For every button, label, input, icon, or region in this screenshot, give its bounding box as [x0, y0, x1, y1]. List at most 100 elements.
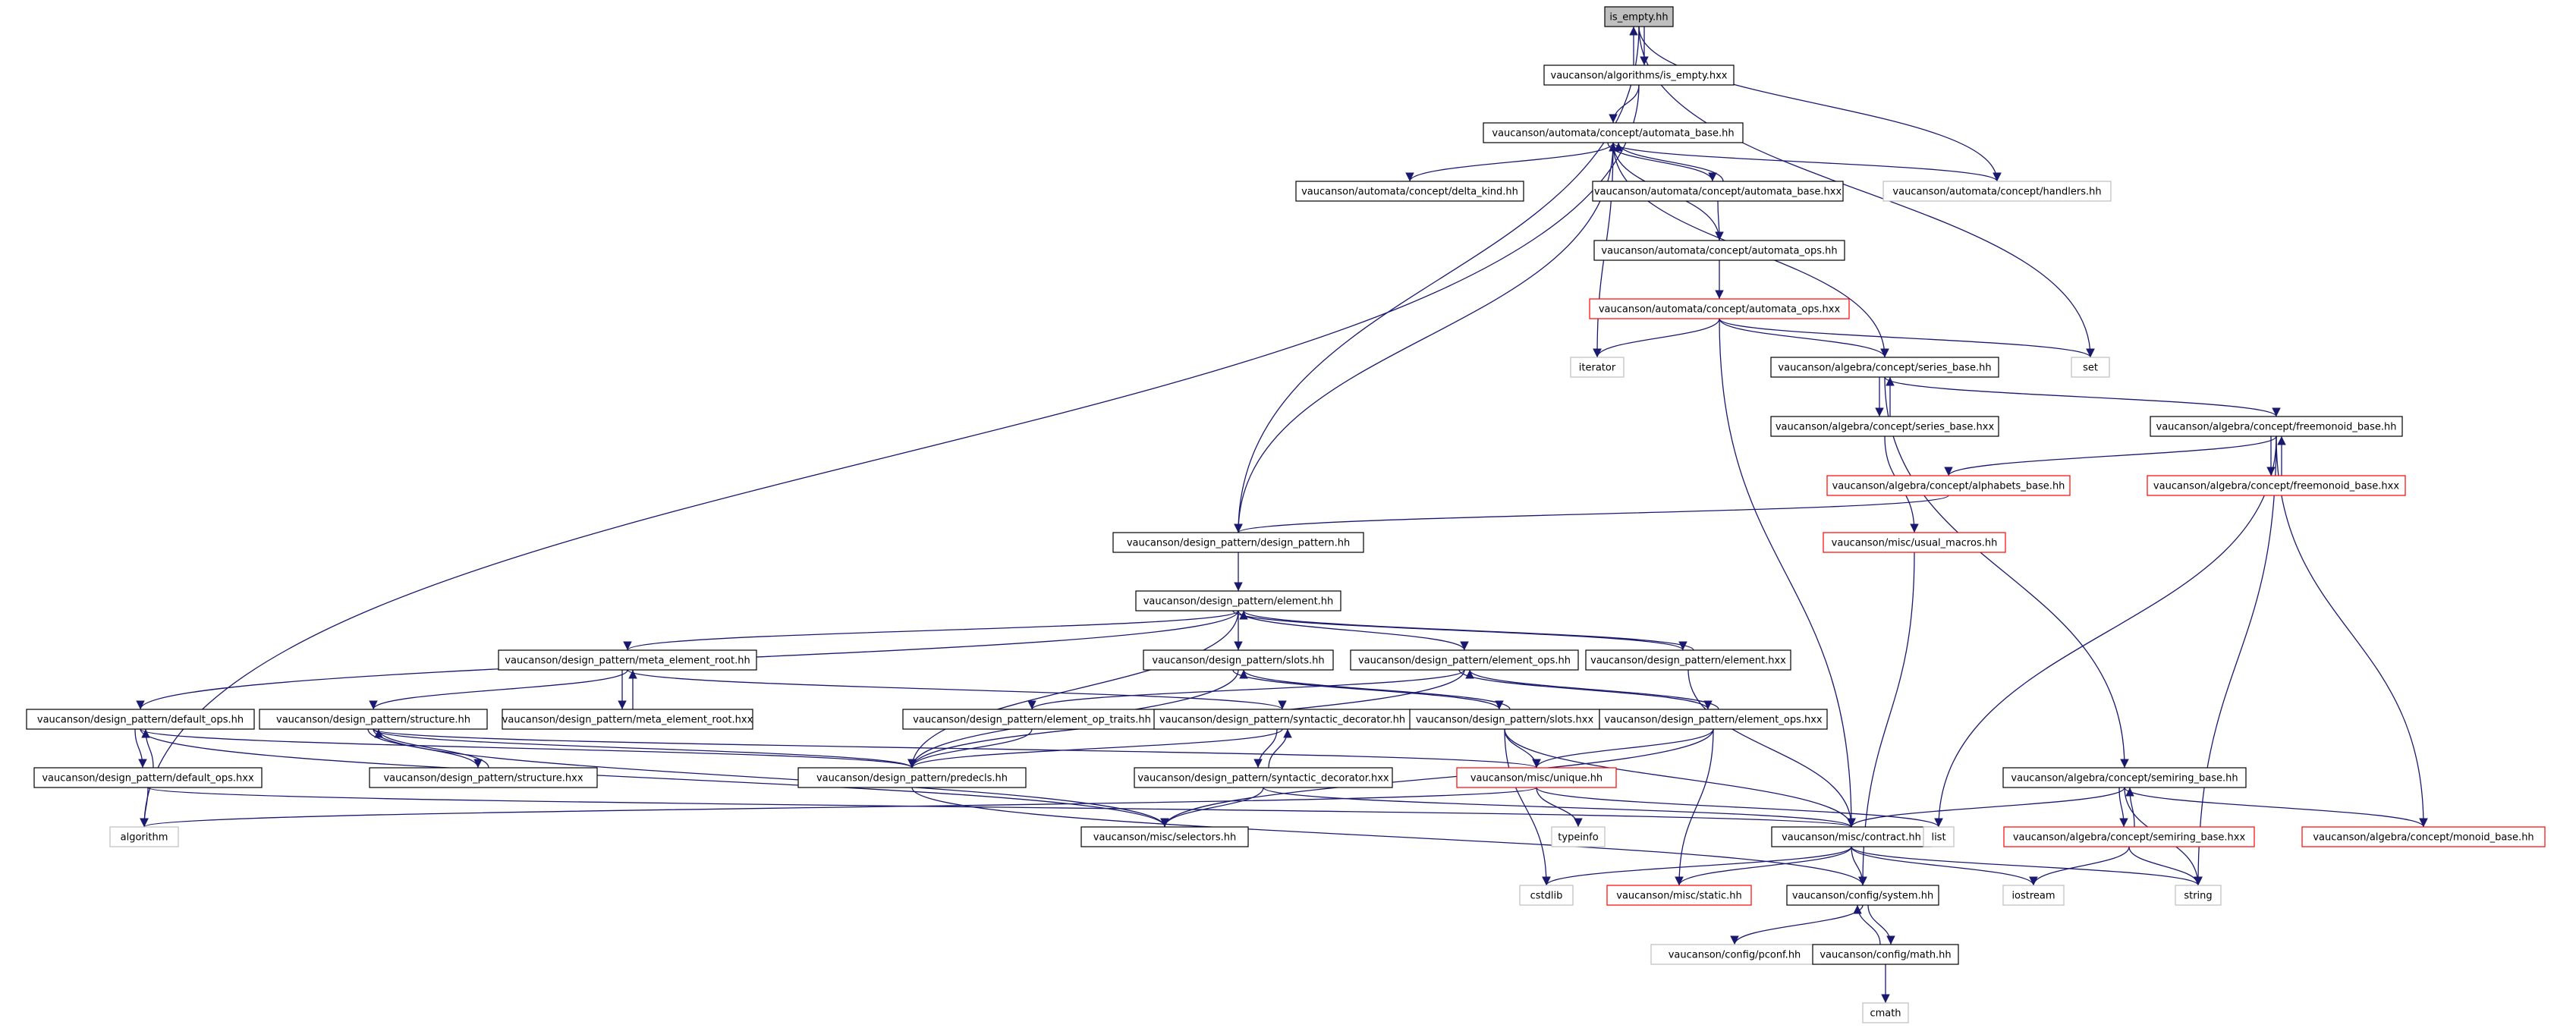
graph-node-contract[interactable]: vaucanson/misc/contract.hh: [1771, 826, 1932, 847]
node-box: [902, 709, 1162, 730]
edge-usual_macros-to-system: [1858, 552, 1915, 886]
node-label: list: [1931, 832, 1945, 844]
node-label: cstdlib: [1530, 891, 1563, 902]
graph-node-list[interactable]: list: [1923, 826, 1955, 847]
graph-node-freemonoid_hh[interactable]: vaucanson/algebra/concept/freemonoid_bas…: [2150, 416, 2403, 437]
graph-node-aut_base_hxx[interactable]: vaucanson/automata/concept/automata_base…: [1592, 181, 1844, 202]
graph-node-monoid[interactable]: vaucanson/algebra/concept/monoid_base.hh: [2301, 826, 2546, 847]
node-label: vaucanson/design_pattern/element_ops.hh: [1358, 655, 1571, 667]
graph-node-alphabets[interactable]: vaucanson/algebra/concept/alphabets_base…: [1826, 475, 2071, 496]
graph-node-dp_hh[interactable]: vaucanson/design_pattern/design_pattern.…: [1112, 532, 1364, 553]
node-box: [1519, 885, 1574, 906]
graph-node-root[interactable]: is_empty.hh: [1604, 6, 1674, 27]
node-box: [1589, 298, 1850, 319]
edge-element_hh-to-elem_ops_hh: [1238, 610, 1469, 651]
graph-node-series_base_hh[interactable]: vaucanson/algebra/concept/series_base.hh: [1770, 357, 1999, 378]
graph-node-pconf[interactable]: vaucanson/config/pconf.hh: [1650, 944, 1819, 965]
graph-node-math[interactable]: vaucanson/config/math.hh: [1812, 944, 1959, 965]
node-label: vaucanson/misc/contract.hh: [1782, 832, 1921, 844]
graph-node-algorithm[interactable]: algorithm: [109, 826, 179, 847]
node-label: vaucanson/algorithms/is_empty.hxx: [1551, 71, 1728, 82]
node-label: vaucanson/algebra/concept/alphabets_base…: [1832, 481, 2065, 492]
graph-node-typeinfo[interactable]: typeinfo: [1551, 826, 1606, 847]
edge-semiring_hh-to-contract: [1847, 787, 2125, 828]
node-box: [1862, 1002, 1909, 1023]
node-box: [1153, 709, 1411, 730]
edge-slots_hxx-to-slots_hh: [1239, 669, 1511, 710]
graph-node-slots_hxx[interactable]: vaucanson/design_pattern/slots.hxx: [1409, 709, 1600, 730]
graph-node-string[interactable]: string: [2175, 885, 2222, 906]
graph-node-alg_isempty_hxx[interactable]: vaucanson/algorithms/is_empty.hxx: [1543, 64, 1735, 86]
graph-node-aut_base_hh[interactable]: vaucanson/automata/concept/automata_base…: [1483, 122, 1744, 143]
node-label: vaucanson/config/math.hh: [1820, 950, 1951, 961]
edge-series_base_hh-to-freemonoid_hh: [1884, 376, 2281, 417]
graph-node-meta_root_hh[interactable]: vaucanson/design_pattern/meta_element_ro…: [498, 649, 757, 671]
graph-node-element_hh[interactable]: vaucanson/design_pattern/element.hh: [1135, 590, 1341, 611]
node-label: iterator: [1579, 363, 1616, 374]
node-box: [33, 767, 263, 788]
node-box: [1295, 181, 1524, 202]
node-box: [1483, 122, 1744, 143]
graph-node-freemonoid_hxx[interactable]: vaucanson/algebra/concept/freemonoid_bas…: [2147, 475, 2406, 496]
graph-node-selectors[interactable]: vaucanson/misc/selectors.hh: [1080, 826, 1249, 847]
node-label: vaucanson/design_pattern/element_op_trai…: [913, 715, 1151, 726]
node-label: vaucanson/algebra/concept/freemonoid_bas…: [2156, 422, 2397, 433]
graph-node-unique[interactable]: vaucanson/misc/unique.hh: [1456, 767, 1617, 788]
node-label: vaucanson/design_pattern/element_ops.hxx: [1604, 715, 1823, 726]
node-label: iostream: [2011, 891, 2055, 902]
graph-node-default_ops_hh[interactable]: vaucanson/design_pattern/default_ops.hh: [26, 709, 255, 730]
edge-structure_hxx-to-structure_hh: [374, 728, 489, 769]
graph-node-set[interactable]: set: [2071, 357, 2110, 378]
node-label: vaucanson/design_pattern/predecls.hh: [816, 773, 1008, 784]
node-box: [1592, 181, 1844, 202]
graph-node-elem_ops_hxx[interactable]: vaucanson/design_pattern/element_ops.hxx: [1599, 709, 1828, 730]
node-box: [1771, 826, 1932, 847]
graph-node-iostream[interactable]: iostream: [2002, 885, 2065, 906]
graph-node-handlers[interactable]: vaucanson/automata/concept/handlers.hh: [1882, 181, 2112, 202]
edge-math-to-system: [1853, 904, 1881, 945]
edge-root-to-dp_hh: [1234, 26, 1640, 533]
node-label: vaucanson/automata/concept/handlers.hh: [1892, 187, 2101, 198]
graph-node-cstdlib[interactable]: cstdlib: [1519, 885, 1574, 906]
node-box: [1585, 649, 1791, 671]
edge-default_ops_hh-to-default_ops_hxx: [134, 728, 147, 769]
edge-system-to-math: [1867, 904, 1895, 945]
node-label: vaucanson/design_pattern/structure.hxx: [383, 773, 583, 784]
edge-element_hh-to-predecls: [907, 610, 1239, 769]
graph-node-aut_ops_hxx[interactable]: vaucanson/automata/concept/automata_ops.…: [1589, 298, 1850, 319]
graph-node-delta_kind[interactable]: vaucanson/automata/concept/delta_kind.hh: [1295, 181, 1524, 202]
graph-node-system[interactable]: vaucanson/config/system.hh: [1786, 885, 1939, 906]
edge-contract-to-string: [1851, 846, 2203, 886]
edge-aut_base_hxx-to-aut_base_hh: [1614, 142, 1724, 182]
graph-node-slots_hh[interactable]: vaucanson/design_pattern/slots.hh: [1143, 649, 1334, 671]
graph-node-default_ops_hxx[interactable]: vaucanson/design_pattern/default_ops.hxx: [33, 767, 263, 788]
edge-meta_root_hh-to-structure_hh: [369, 669, 628, 710]
graph-node-semiring_hxx[interactable]: vaucanson/algebra/concept/semiring_base.…: [2003, 826, 2255, 847]
graph-node-aut_ops_hh[interactable]: vaucanson/automata/concept/automata_ops.…: [1593, 240, 1845, 261]
graph-node-structure_hh[interactable]: vaucanson/design_pattern/structure.hh: [259, 709, 488, 730]
graph-node-elem_ops_hh[interactable]: vaucanson/design_pattern/element_ops.hh: [1350, 649, 1579, 671]
node-label: vaucanson/misc/selectors.hh: [1093, 832, 1236, 844]
edge-element_hh-to-meta_root_hh: [623, 610, 1239, 651]
edge-elem_ops_hh-to-elem_ops_hxx: [1458, 669, 1713, 710]
graph-node-usual_macros[interactable]: vaucanson/misc/usual_macros.hh: [1823, 532, 2006, 553]
graph-node-element_hxx[interactable]: vaucanson/design_pattern/element.hxx: [1585, 649, 1791, 671]
graph-node-static_hh[interactable]: vaucanson/misc/static.hh: [1606, 885, 1752, 906]
graph-node-semiring_hh[interactable]: vaucanson/algebra/concept/semiring_base.…: [2002, 767, 2247, 788]
graph-node-predecls[interactable]: vaucanson/design_pattern/predecls.hh: [797, 767, 1027, 788]
node-box: [1770, 416, 1999, 437]
edge-aut_base_hh-to-handlers: [1612, 142, 2002, 182]
graph-node-series_base_hxx[interactable]: vaucanson/algebra/concept/series_base.hx…: [1770, 416, 1999, 437]
node-box: [1112, 532, 1364, 553]
node-box: [1350, 649, 1579, 671]
graph-node-cmath[interactable]: cmath: [1862, 1002, 1909, 1023]
graph-node-synt_dec_hh[interactable]: vaucanson/design_pattern/syntactic_decor…: [1153, 709, 1411, 730]
edge-structure_hh-to-predecls: [373, 728, 917, 769]
graph-node-elem_op_traits[interactable]: vaucanson/design_pattern/element_op_trai…: [902, 709, 1162, 730]
graph-node-structure_hxx[interactable]: vaucanson/design_pattern/structure.hxx: [369, 767, 598, 788]
node-box: [1882, 181, 2112, 202]
graph-node-iterator[interactable]: iterator: [1570, 357, 1625, 378]
graph-node-synt_dec_hxx[interactable]: vaucanson/design_pattern/syntactic_decor…: [1134, 767, 1393, 788]
graph-node-meta_root_hxx[interactable]: vaucanson/design_pattern/meta_element_ro…: [502, 709, 753, 730]
edge-aut_base_hh-to-dp_hh: [1234, 142, 1614, 533]
